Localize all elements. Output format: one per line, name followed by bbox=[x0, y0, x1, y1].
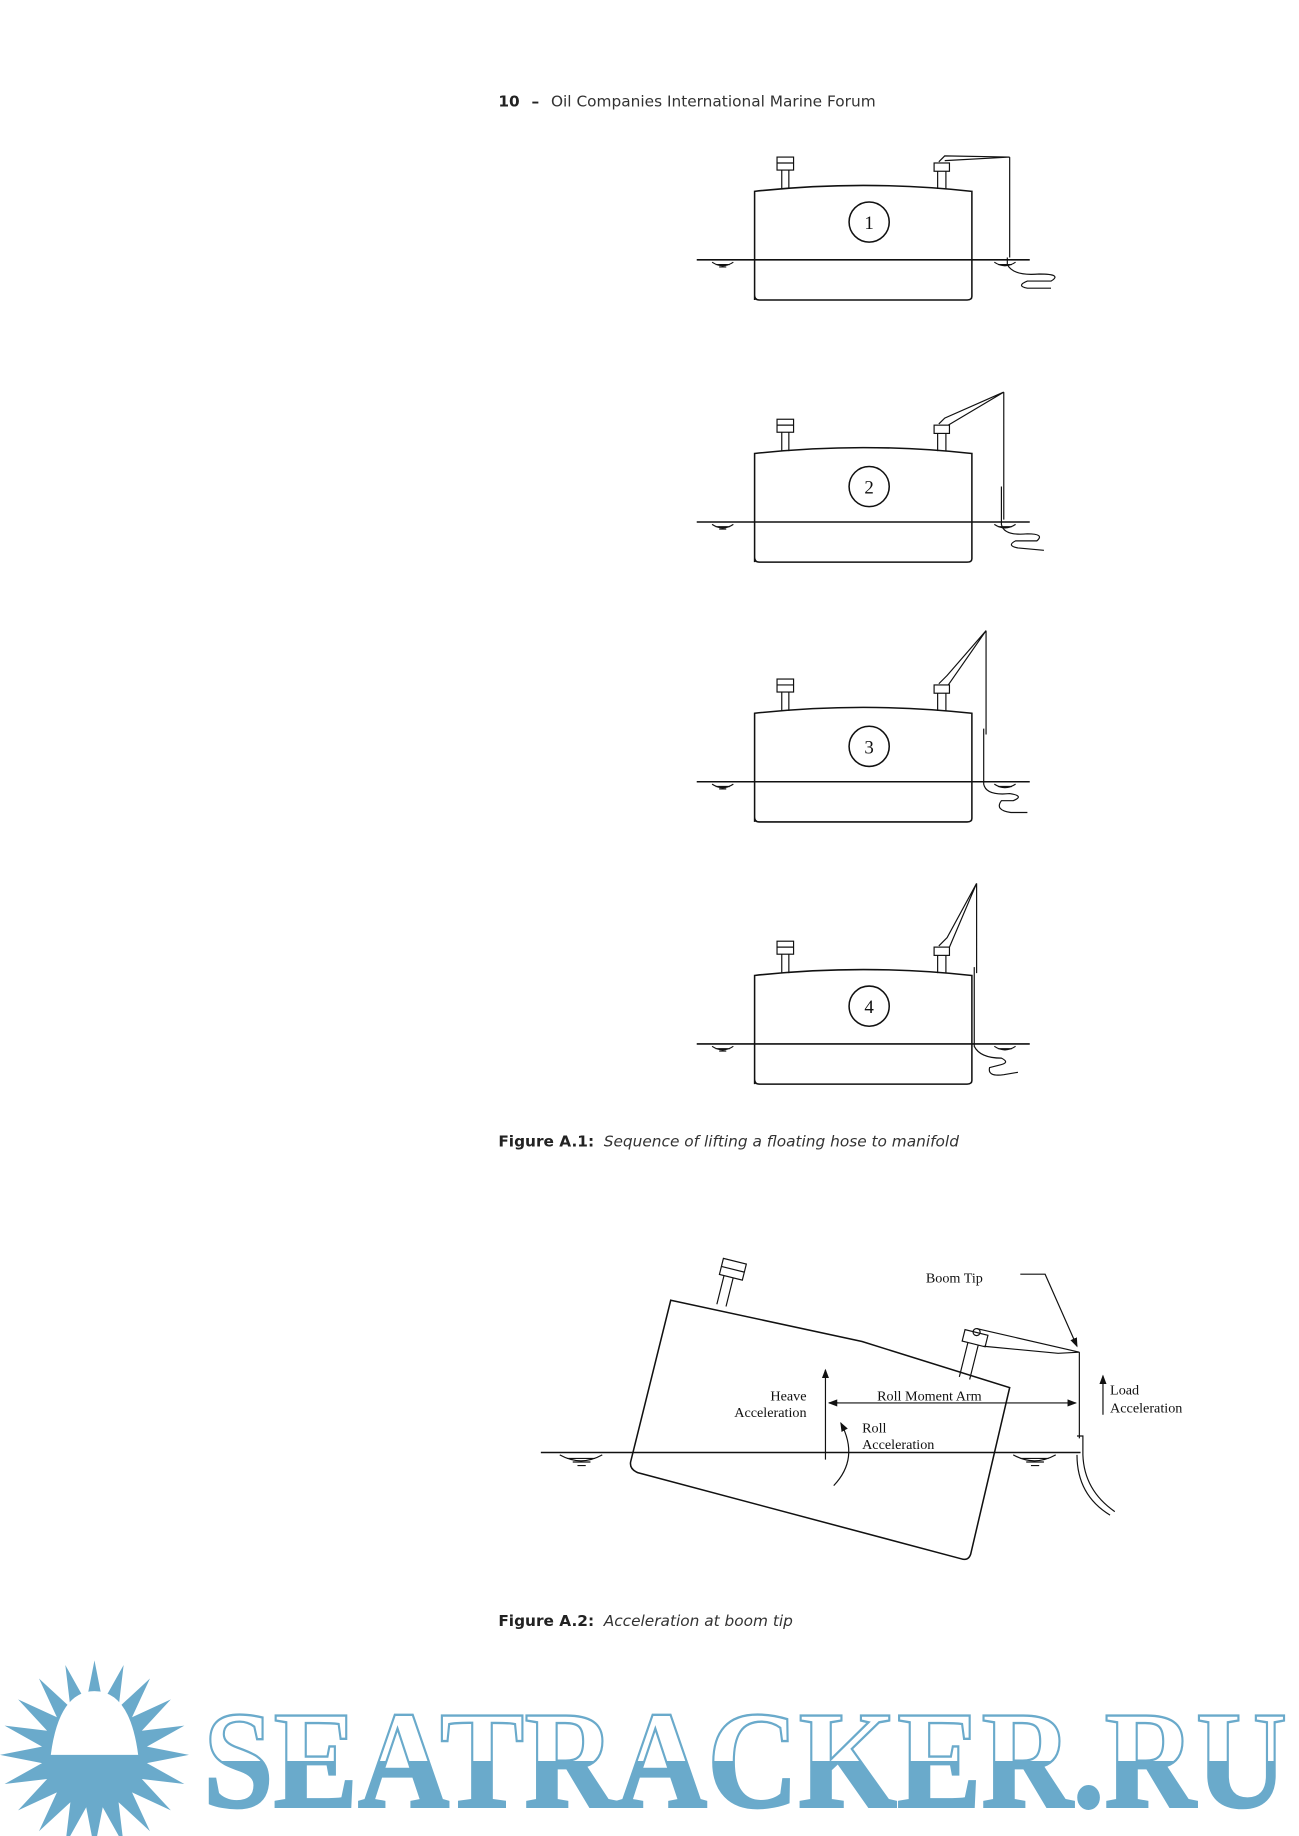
step-number: 1 bbox=[864, 213, 873, 234]
lifting-step-4-diagram: 4 bbox=[696, 883, 1030, 1085]
boom-tip-pointer bbox=[1020, 1273, 1078, 1348]
floating-hose bbox=[1000, 486, 1044, 551]
boom-tip-acceleration-diagram: Boom Tip Heave Acceleration Roll Moment … bbox=[540, 1257, 1182, 1561]
crane-boom bbox=[976, 1327, 1080, 1354]
floating-hose bbox=[1006, 257, 1056, 289]
label-heave-acceleration: Acceleration bbox=[734, 1405, 806, 1421]
label-heave: Heave bbox=[770, 1389, 806, 1405]
tilted-vessel-hull bbox=[629, 1299, 1011, 1561]
step-number: 2 bbox=[864, 478, 873, 499]
crane-boom bbox=[938, 391, 1005, 520]
label-roll-acceleration: Acceleration bbox=[862, 1437, 934, 1453]
vessel-hull bbox=[753, 184, 973, 301]
figure-a2-caption: Figure A.2: Acceleration at boom tip bbox=[498, 1612, 793, 1630]
roll-arrow bbox=[833, 1421, 850, 1487]
page-header: 10 – Oil Companies International Marine … bbox=[498, 90, 875, 111]
floating-hose bbox=[983, 728, 1028, 814]
seatracker-watermark: SEATRACKER.RU bbox=[0, 1660, 1288, 1836]
label-load: Load bbox=[1110, 1383, 1139, 1399]
sun-logo-icon bbox=[0, 1660, 189, 1836]
crane-post bbox=[958, 1328, 989, 1380]
label-roll-moment-arm: Roll Moment Arm bbox=[877, 1389, 982, 1405]
floating-hose bbox=[973, 967, 1019, 1076]
caption-text: Sequence of lifting a floating hose to m… bbox=[604, 1133, 959, 1151]
publisher-name: Oil Companies International Marine Forum bbox=[551, 92, 876, 110]
manifold-post-left bbox=[716, 1257, 748, 1307]
water-surface-icon bbox=[559, 1454, 1057, 1467]
crane-post bbox=[933, 162, 951, 172]
step-number-circle bbox=[848, 201, 890, 243]
step-number: 4 bbox=[864, 997, 874, 1018]
water-surface-icon bbox=[711, 261, 1016, 268]
caption-label: Figure A.2: bbox=[498, 1612, 594, 1630]
lifting-step-3-diagram: 3 bbox=[696, 630, 1030, 823]
watermark-text: SEATRACKER.RU bbox=[203, 1684, 1287, 1836]
crane-boom bbox=[938, 155, 1011, 258]
header-separator: – bbox=[532, 92, 540, 110]
caption-label: Figure A.1: bbox=[498, 1133, 594, 1151]
label-roll: Roll bbox=[862, 1420, 886, 1436]
crane-boom bbox=[938, 883, 978, 974]
step-number: 3 bbox=[864, 737, 873, 758]
label-load-acceleration: Acceleration bbox=[1110, 1400, 1182, 1416]
label-boom-tip: Boom Tip bbox=[926, 1270, 983, 1286]
lifting-step-2-diagram: 2 bbox=[696, 391, 1044, 563]
figure-a1-caption: Figure A.1: Sequence of lifting a floati… bbox=[498, 1133, 959, 1151]
crane-boom bbox=[938, 630, 987, 735]
caption-text: Acceleration at boom tip bbox=[603, 1612, 793, 1630]
page-number: 10 bbox=[498, 92, 519, 110]
lifting-step-1-diagram: 1 bbox=[696, 155, 1056, 301]
hose bbox=[1076, 1352, 1116, 1516]
